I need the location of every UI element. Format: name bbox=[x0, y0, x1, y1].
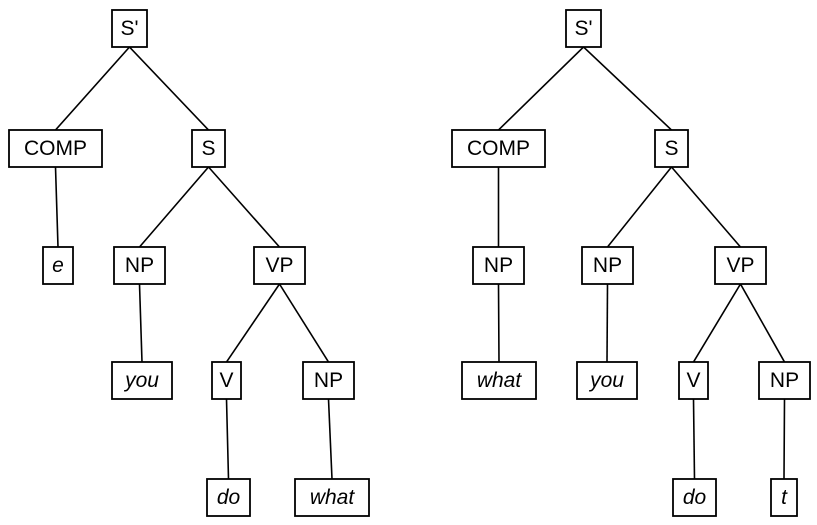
node-label: NP bbox=[125, 254, 154, 277]
node-box bbox=[211, 361, 242, 400]
tree-node-sbar: S' bbox=[565, 9, 602, 48]
node-box bbox=[451, 129, 546, 168]
node-label: NP bbox=[314, 369, 343, 392]
node-label: S bbox=[664, 137, 678, 160]
tree-node-s: S bbox=[654, 129, 689, 168]
tree-node-do: do bbox=[672, 478, 717, 517]
node-label: you bbox=[123, 369, 159, 392]
tree-node-comp: COMP bbox=[451, 129, 546, 168]
tree-edge bbox=[54, 45, 131, 132]
node-box bbox=[206, 478, 251, 517]
tree-edge bbox=[128, 45, 210, 132]
node-label: S bbox=[201, 137, 215, 160]
tree-edge bbox=[225, 398, 230, 480]
tree-node-s: S bbox=[191, 129, 226, 168]
tree-node-e: e bbox=[42, 246, 74, 285]
node-box bbox=[42, 246, 74, 285]
tree-edge bbox=[606, 283, 609, 363]
node-label: you bbox=[588, 369, 624, 392]
node-label: e bbox=[52, 254, 64, 277]
node-box bbox=[191, 129, 226, 168]
node-label: S' bbox=[120, 17, 138, 40]
node-label: do bbox=[683, 486, 707, 509]
tree-edge bbox=[54, 166, 59, 248]
node-box bbox=[472, 246, 525, 285]
tree-edge bbox=[582, 45, 673, 132]
tree-edge bbox=[739, 282, 786, 364]
node-label: what bbox=[310, 486, 356, 509]
node-label: t bbox=[781, 486, 788, 509]
tree-node-do: do bbox=[206, 478, 251, 517]
tree-edge bbox=[138, 283, 143, 363]
node-box bbox=[576, 361, 638, 400]
node-box bbox=[302, 361, 355, 400]
node-box bbox=[111, 361, 173, 400]
node-label: S' bbox=[574, 17, 592, 40]
tree-node-np: NP bbox=[758, 361, 811, 400]
node-label: COMP bbox=[467, 137, 530, 160]
tree-node-np: NP bbox=[113, 246, 166, 285]
tree-node-what: what bbox=[461, 361, 537, 400]
node-label: VP bbox=[265, 254, 293, 277]
node-box bbox=[672, 478, 717, 517]
tree-edge bbox=[606, 165, 673, 249]
node-label: VP bbox=[726, 254, 754, 277]
tree-edge bbox=[497, 283, 500, 363]
tree-node-np: NP bbox=[302, 361, 355, 400]
tree-node-you: you bbox=[111, 361, 173, 400]
node-box bbox=[770, 478, 798, 517]
tree-surface-structure-nodes: S' COMP S NP NP VP what you V NP do t bbox=[451, 9, 811, 517]
tree-node-vp: VP bbox=[714, 246, 767, 285]
tree-edge bbox=[692, 398, 696, 480]
node-box bbox=[565, 9, 602, 48]
tree-edge bbox=[225, 282, 281, 364]
node-box bbox=[253, 246, 306, 285]
tree-node-you: you bbox=[576, 361, 638, 400]
tree-edge bbox=[497, 45, 585, 132]
node-box bbox=[654, 129, 689, 168]
tree-node-vp: VP bbox=[253, 246, 306, 285]
node-box bbox=[678, 361, 709, 400]
node-label: V bbox=[686, 369, 700, 392]
node-label: what bbox=[477, 369, 523, 392]
tree-edge bbox=[207, 165, 281, 249]
node-label: V bbox=[219, 369, 233, 392]
node-box bbox=[758, 361, 811, 400]
tree-node-np: NP bbox=[581, 246, 634, 285]
edges-layer bbox=[54, 45, 786, 480]
tree-node-v: V bbox=[211, 361, 242, 400]
tree-edge bbox=[327, 398, 333, 480]
node-box bbox=[294, 478, 370, 517]
node-box bbox=[111, 9, 148, 48]
tree-deep-structure-edges bbox=[54, 45, 333, 480]
tree-surface-structure-edges bbox=[497, 45, 786, 480]
node-box bbox=[714, 246, 767, 285]
node-label: do bbox=[217, 486, 241, 509]
node-label: NP bbox=[484, 254, 513, 277]
node-box bbox=[461, 361, 537, 400]
tree-edge bbox=[670, 165, 742, 249]
tree-node-np: NP bbox=[472, 246, 525, 285]
tree-edge bbox=[692, 282, 742, 364]
tree-node-comp: COMP bbox=[8, 129, 103, 168]
tree-node-v: V bbox=[678, 361, 709, 400]
node-box bbox=[8, 129, 103, 168]
node-box bbox=[113, 246, 166, 285]
node-label: NP bbox=[593, 254, 622, 277]
tree-edge bbox=[138, 165, 210, 249]
node-label: NP bbox=[770, 369, 799, 392]
node-box bbox=[581, 246, 634, 285]
tree-node-t: t bbox=[770, 478, 798, 517]
tree-node-what: what bbox=[294, 478, 370, 517]
node-label: COMP bbox=[24, 137, 87, 160]
tree-edge bbox=[783, 398, 786, 480]
tree-node-sbar: S' bbox=[111, 9, 148, 48]
tree-edge bbox=[278, 282, 330, 364]
